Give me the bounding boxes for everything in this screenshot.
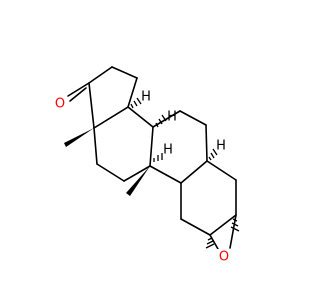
hashed-bond-h8 [155, 114, 167, 128]
bond [149, 165, 182, 184]
epoxide-oxygen-label: O [219, 250, 229, 265]
hashed-bond [230, 218, 240, 232]
bond [180, 218, 211, 236]
ketone-group [67, 82, 90, 102]
bond [123, 165, 151, 182]
bond [88, 66, 113, 84]
hashed-bond-h14 [130, 97, 142, 109]
bond [209, 214, 237, 236]
hydrogen-label-c5: H [216, 139, 226, 154]
methyl-wedge-c10 [126, 166, 150, 196]
ring-b [149, 110, 208, 184]
hashed-bond-h5 [208, 148, 218, 161]
bond [111, 66, 138, 79]
structure-diagram: O O H H H H [53, 66, 240, 265]
ring-c [93, 106, 154, 182]
methyl-wedge-c13 [64, 128, 94, 147]
bond [127, 106, 154, 128]
hydrogen-label-c8: H [167, 110, 177, 125]
bond [96, 163, 125, 182]
bond [93, 106, 129, 129]
molecule-drawing: O O H H H H [53, 66, 240, 265]
ketone-oxygen-label: O [55, 97, 65, 112]
bond [149, 126, 154, 167]
bond [209, 234, 219, 250]
hashed-bond-h9 [153, 153, 163, 162]
ring-a [180, 160, 237, 236]
bond [179, 110, 207, 126]
ring-d [88, 66, 138, 129]
carbonyl-bond [67, 82, 90, 97]
hydrogen-label-c14: H [141, 90, 151, 105]
carbonyl-bond [69, 87, 87, 102]
bond [127, 77, 138, 108]
hydrogen-label-c9: H [163, 143, 173, 158]
bond [88, 82, 95, 129]
epoxide-ring [205, 214, 240, 250]
bond [180, 160, 208, 184]
bond [205, 124, 208, 162]
bond [206, 160, 237, 181]
hashed-bond [205, 237, 215, 249]
bond [93, 127, 98, 165]
bond [152, 110, 181, 128]
